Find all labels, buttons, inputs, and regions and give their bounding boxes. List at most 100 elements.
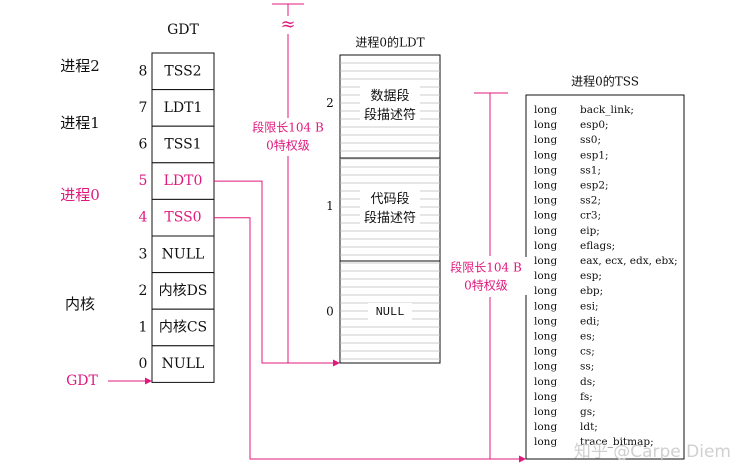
- gdt-row: [151, 345, 215, 383]
- gdt-row-index: 6: [139, 137, 148, 153]
- tss-field-name: esp1;: [580, 149, 609, 161]
- tss-field-name: ss1;: [580, 164, 601, 176]
- tss-field-type: long: [534, 134, 557, 146]
- tss-limit-label-bg: [450, 257, 530, 295]
- tss-field-type: long: [534, 164, 557, 176]
- gdt-row-label: NULL: [162, 246, 205, 262]
- gdt-pointer-label: GDT: [66, 373, 98, 389]
- tss-field-name: gs;: [580, 406, 596, 418]
- tss0-link-arrow: [519, 455, 526, 463]
- ldt-limit-break: ≈: [280, 14, 295, 35]
- ldt-limit-label-1: 段限长104 B: [252, 120, 324, 135]
- tss-field-name: esi;: [580, 300, 599, 312]
- ldt-block-label-bg: [360, 84, 420, 127]
- gdt-row-label: TSS0: [164, 210, 201, 226]
- ldt-block-line2: 段描述符: [364, 210, 416, 226]
- tss-field-name: eax, ecx, edx, ebx;: [580, 255, 678, 267]
- gdt-row: [151, 89, 215, 127]
- gdt-row: [151, 52, 215, 91]
- ldt-limit-label-2: 0特权级: [266, 138, 310, 153]
- tss-field-name: ss0;: [580, 134, 601, 146]
- tss-field-name: ss;: [580, 361, 594, 373]
- tss-field-type: long: [534, 406, 557, 418]
- ldt-limit-label-bg: [250, 119, 328, 155]
- tss-field-name: fs;: [580, 391, 593, 403]
- side-label: 进程2: [60, 57, 100, 75]
- tss-field-type: long: [534, 225, 557, 237]
- tss-field-type: long: [534, 149, 557, 161]
- gdt-row-index: 8: [139, 63, 148, 79]
- tss-field-name: ss2;: [580, 195, 601, 207]
- tss-field-name: esp0;: [580, 119, 609, 131]
- tss-field-name: ds;: [580, 376, 596, 388]
- watermark: 知乎 @Carpe Diem: [573, 442, 731, 462]
- tss0-link-line: [214, 217, 519, 460]
- gdt-row-label: LDT1: [164, 100, 203, 116]
- tss-field-type: long: [534, 391, 557, 403]
- tss-field-type: long: [534, 361, 557, 373]
- gdt-row-label: LDT0: [164, 173, 203, 189]
- ldt-block-index: 0: [326, 305, 334, 319]
- tss-field-name: edi;: [580, 315, 600, 327]
- ldt-block-label-bg: [368, 303, 412, 321]
- gdt-row-label: 内核CS: [159, 320, 207, 336]
- gdt-row: [151, 125, 215, 164]
- gdt-row-index: 1: [139, 320, 148, 336]
- side-label: 内核: [65, 295, 95, 313]
- tss-field-name: ldt;: [580, 421, 598, 433]
- tss-field-name: cs;: [580, 346, 595, 358]
- tss-field-type: long: [534, 195, 557, 207]
- tss-field-type: long: [534, 210, 557, 222]
- tss-field-name: ebp;: [580, 285, 603, 297]
- tss-field-name: eip;: [580, 225, 600, 237]
- tss-field-type: long: [534, 436, 557, 448]
- ldt-block-index: 2: [326, 96, 334, 110]
- ldt-block-line1: 代码段: [370, 192, 409, 207]
- gdt-row-index: 7: [139, 100, 148, 116]
- gdt-row: [151, 308, 215, 347]
- gdt-row-index: 0: [139, 356, 148, 372]
- ldt-title: 进程0的LDT: [355, 35, 424, 50]
- gdt-row-label: TSS1: [164, 137, 201, 153]
- gdt-row-index: 4: [139, 210, 148, 226]
- gdt-pointer-arrow: [145, 377, 152, 385]
- gdt-title: GDT: [167, 22, 199, 38]
- tss-field-name: es;: [580, 331, 595, 343]
- ldt-block-line2: 段描述符: [364, 107, 416, 123]
- tss-field-name: esp;: [580, 270, 602, 282]
- tss-field-type: long: [534, 240, 557, 252]
- gdt-row-label: TSS2: [164, 63, 201, 79]
- tss-field-type: long: [534, 180, 557, 192]
- ldt-block-label-bg: [360, 187, 420, 230]
- ldt-block-line1: NULL: [376, 305, 405, 319]
- tss-field-type: long: [534, 421, 557, 433]
- tss-field-name: eflags;: [580, 240, 615, 252]
- tss-limit-label-1: 段限长104 B: [450, 260, 522, 275]
- tss-field-type: long: [534, 300, 557, 312]
- ldt-block-line1: 数据段: [370, 89, 409, 104]
- tss-field-type: long: [534, 119, 557, 131]
- gdt-row-label: 内核DS: [159, 283, 208, 299]
- gdt-row-index: 5: [139, 173, 148, 189]
- tss-field-type: long: [534, 315, 557, 327]
- tss-field-type: long: [534, 346, 557, 358]
- tss-field-type: long: [534, 285, 557, 297]
- tss-field-name: cr3;: [580, 210, 601, 222]
- tss-limit-label-2: 0特权级: [464, 278, 508, 293]
- tss-field-name: esp2;: [580, 180, 609, 192]
- tss-box: [525, 94, 685, 460]
- ldt0-link-arrow: [333, 359, 340, 367]
- tss-field-type: long: [534, 331, 557, 343]
- gdt-row: [151, 235, 215, 274]
- gdt-row-label: NULL: [162, 356, 205, 372]
- gdt-row-index: 2: [139, 283, 148, 299]
- ldt-block-index: 1: [326, 199, 334, 213]
- tss-title: 进程0的TSS: [571, 74, 639, 89]
- tss-field-name: back_link;: [580, 104, 634, 116]
- tss-field-name: trace_bitmap;: [580, 436, 654, 448]
- tss-field-type: long: [534, 376, 557, 388]
- tss-field-type: long: [534, 104, 557, 116]
- side-label: 进程0: [60, 186, 100, 204]
- ldt0-link-line: [214, 180, 333, 364]
